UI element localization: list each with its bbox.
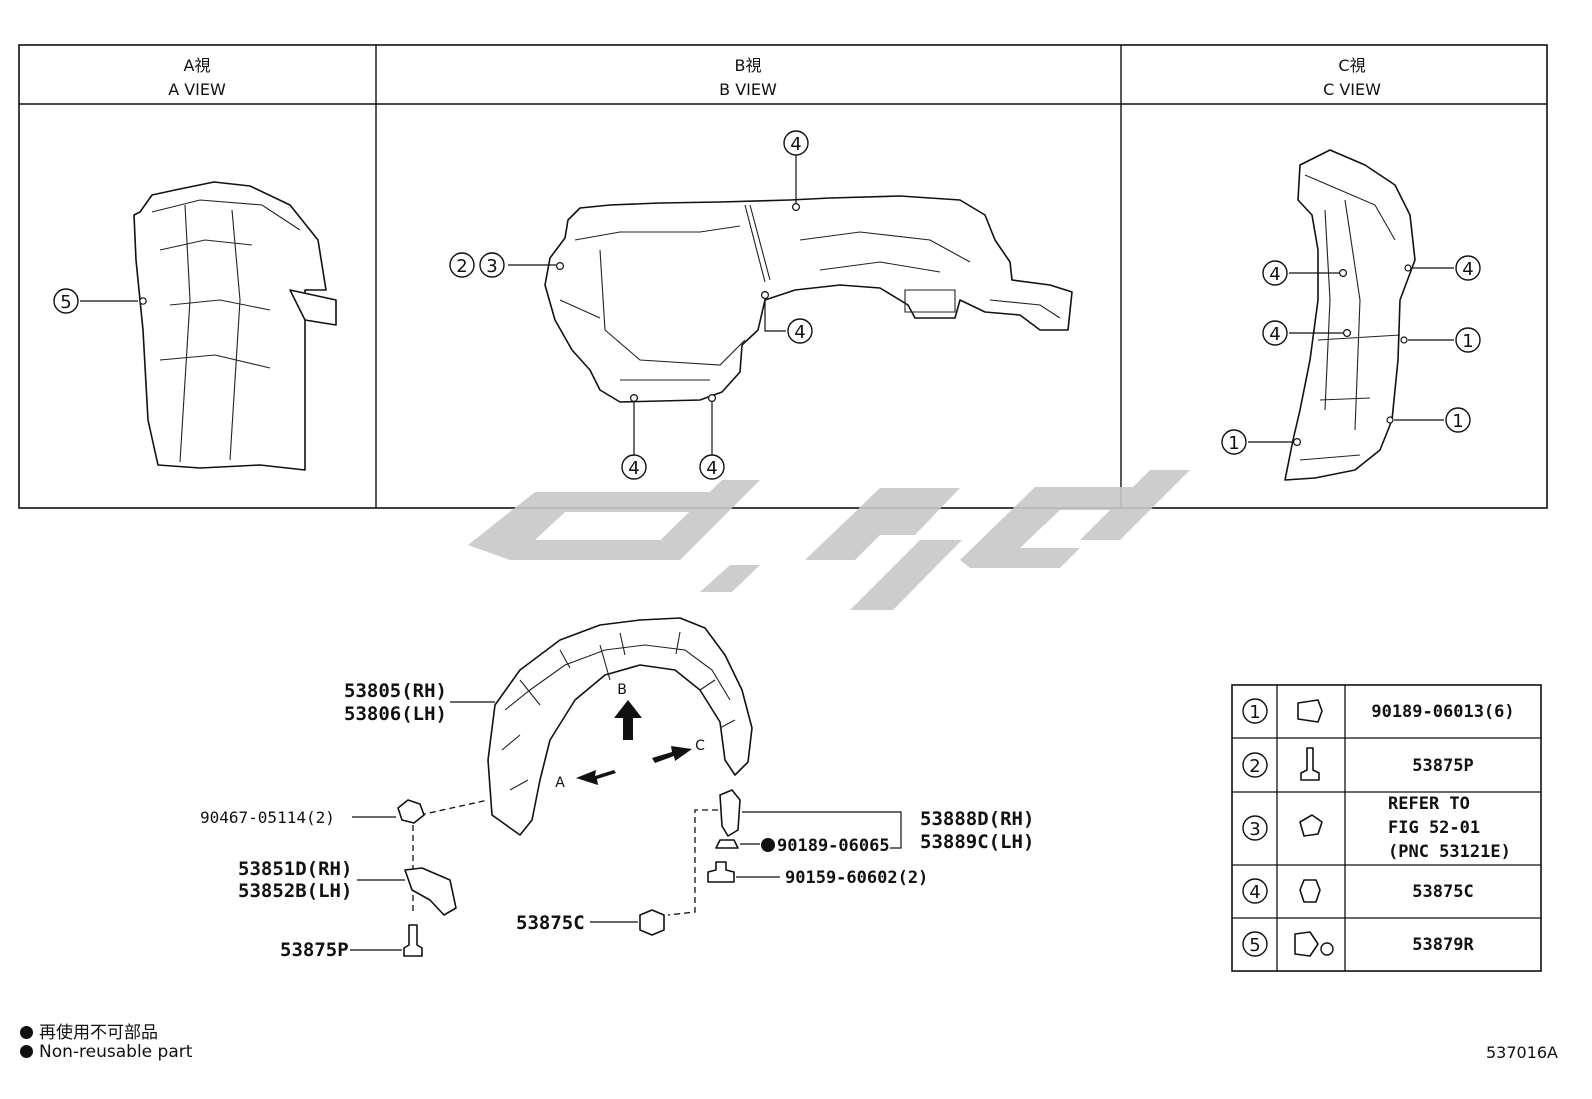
legend-jp-text: 再使用不可部品: [39, 1023, 158, 1043]
table-row-text-line: (PNC 53121E): [1388, 842, 1511, 862]
callout-1-c-right: 1: [1462, 331, 1473, 352]
view-c-drawing: 4 4 4 1 1 1: [1221, 149, 1481, 481]
screw-icon: [1300, 747, 1320, 781]
callout-1-c-lower-right: 1: [1452, 411, 1463, 432]
callout-5-circle: [53, 288, 79, 314]
callout-4-b-left: 4: [628, 458, 639, 479]
view-b-title-jp: B視: [735, 56, 762, 75]
non-reusable-dot-icon: [20, 1045, 33, 1058]
view-a-drawing: 5: [53, 181, 337, 471]
label-clip-nonreusable: 90189-06065: [777, 836, 890, 856]
arrow-c-label: C: [695, 738, 705, 754]
arrow-b-icon: [614, 700, 642, 740]
view-c-title-jp: C視: [1338, 56, 1365, 75]
legend-non-reusable-jp: 再使用不可部品: [20, 1018, 158, 1043]
label-nut: 90467-05114(2): [200, 808, 335, 827]
table-row-num: 4: [1249, 882, 1260, 903]
legend-en-text: Non-reusable part: [39, 1042, 193, 1062]
grommet-icon: [1294, 931, 1319, 957]
arrow-a-icon: [576, 770, 616, 785]
table-row: 4 53875C: [1242, 878, 1474, 904]
bolt-90159: [707, 861, 735, 883]
watermark-logo: [468, 470, 1190, 610]
callout-2-b: 2: [456, 256, 467, 277]
arrow-b-label: B: [617, 682, 627, 698]
label-clip-c: 53875C: [516, 912, 585, 934]
label-screw-p: 53875P: [280, 939, 349, 961]
mudguard-bracket: [404, 867, 457, 916]
view-b-title-en: B VIEW: [719, 80, 777, 99]
clip-nut-icon: [1299, 814, 1323, 837]
callout-3-b: 3: [486, 256, 497, 277]
push-clip-icon: [1299, 879, 1321, 903]
drawing-id: 537016A: [1485, 1043, 1558, 1062]
screw-53875p: [403, 924, 423, 957]
table-row-text: 90189-06013(6): [1371, 702, 1514, 722]
table-row-num: 3: [1249, 819, 1260, 840]
table-row-text: 53875P: [1412, 756, 1473, 776]
callout-4-c-lower: 4: [1269, 324, 1280, 345]
callout-4-c-right: 4: [1462, 259, 1473, 280]
views-panel: A視 A VIEW B視 B VIEW C視 C VIEW: [18, 44, 1548, 509]
label-bracket2-lh: 53889C(LH): [920, 831, 1034, 853]
clip-nut: [397, 799, 425, 824]
arrow-c-icon: [652, 746, 692, 763]
label-bracket-rh: 53851D(RH): [238, 858, 352, 880]
view-a-title-en: A VIEW: [168, 80, 226, 99]
table-row: 5 53879R: [1242, 931, 1474, 957]
clip-53875c: [639, 909, 665, 936]
callout-5: 5: [60, 292, 71, 313]
callout-4-c-upper: 4: [1269, 264, 1280, 285]
table-row-num: 2: [1249, 756, 1260, 777]
parts-table: 1 90189-06013(6) 2 53875P 3 REFER TO FIG…: [1231, 684, 1542, 972]
fender-liner: [487, 617, 753, 836]
mudguard-bracket-2: [719, 789, 741, 837]
legend-non-reusable-en: Non-reusable part: [20, 1042, 192, 1062]
label-liner-lh: 53806(LH): [344, 703, 447, 725]
non-reusable-dot-icon: [20, 1026, 33, 1039]
table-row-text: 53879R: [1412, 935, 1474, 955]
view-c-title-en: C VIEW: [1323, 80, 1381, 99]
table-row: 3 REFER TO FIG 52-01 (PNC 53121E): [1242, 794, 1511, 862]
callout-4-b-right: 4: [706, 458, 717, 479]
clip-90189-06065: [715, 839, 739, 849]
table-row-num: 5: [1249, 935, 1260, 956]
arrow-a-label: A: [555, 775, 565, 791]
view-b-drawing: 4 2 3 4 4 4: [449, 130, 1073, 480]
label-liner-rh: 53805(RH): [344, 680, 447, 702]
clip-icon: [1297, 699, 1323, 723]
main-assembly: 53805(RH) 53806(LH) B A C 90467-05114(2)…: [200, 617, 1034, 961]
table-row: 1 90189-06013(6): [1242, 698, 1515, 724]
label-bolt: 90159-60602(2): [785, 868, 928, 888]
table-row-text-line: REFER TO: [1388, 794, 1470, 814]
non-reusable-dot: [761, 838, 775, 852]
callout-1-c-left: 1: [1228, 433, 1239, 454]
view-a-title-jp: A視: [184, 56, 211, 75]
table-row-text-line: FIG 52-01: [1388, 818, 1480, 838]
callout-4-b-top: 4: [790, 134, 801, 155]
table-row-text: 53875C: [1412, 882, 1473, 902]
table-row-num: 1: [1249, 702, 1260, 723]
table-row: 2 53875P: [1242, 747, 1474, 781]
callout-4-b-mid: 4: [794, 322, 805, 343]
label-bracket-lh: 53852B(LH): [238, 880, 352, 902]
label-bracket2-rh: 53888D(RH): [920, 808, 1034, 830]
